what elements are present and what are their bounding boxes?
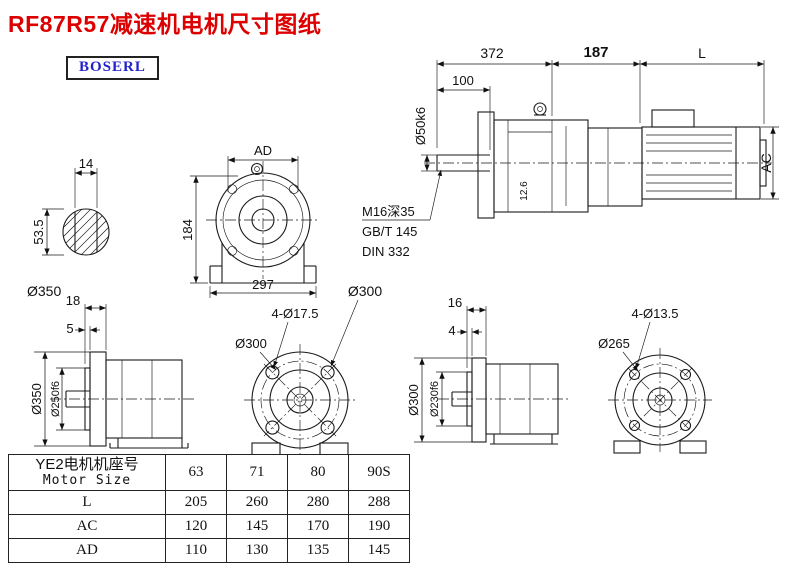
terminal-box xyxy=(651,109,695,128)
dim-184: 184 xyxy=(180,219,195,241)
cell-L-80: 280 xyxy=(287,489,349,515)
dim-5: 5 xyxy=(66,321,73,336)
brand-logo: BOSERL xyxy=(66,56,159,80)
dim-od-350-rot: Ø350 xyxy=(29,383,44,415)
row-label-L: L xyxy=(8,489,166,515)
dim-372: 372 xyxy=(480,45,504,61)
flange-b-side-view: 16 4 Ø300 Ø230f6 xyxy=(406,295,570,445)
size-col-71: 71 xyxy=(226,454,288,491)
note-din332: DIN 332 xyxy=(362,244,410,259)
dim-12-6: 12.6 xyxy=(519,181,530,201)
table-row: AD 110 130 135 145 xyxy=(8,537,410,563)
dim-shaft-dia: Ø50k6 xyxy=(413,107,428,145)
flange-a-side-view: 18 5 Ø350 Ø350 Ø250f6 xyxy=(27,283,195,449)
dim-od-300-rot: Ø300 xyxy=(406,384,421,416)
shaft-section-view: 14 53.5 xyxy=(31,156,110,256)
size-col-90s: 90S xyxy=(348,454,410,491)
cell-L-71: 260 xyxy=(226,489,288,515)
label-d300-leader: Ø300 xyxy=(235,336,267,351)
eyebolt-front xyxy=(250,162,264,176)
cell-AD-63: 110 xyxy=(165,537,227,563)
page-title: RF87R57减速机电机尺寸图纸 xyxy=(8,11,322,37)
label-d265: Ø265 xyxy=(598,336,630,351)
flange-b-front-view: 4-Ø13.5 Ø265 xyxy=(598,306,712,454)
cell-L-63: 205 xyxy=(165,489,227,515)
dim-spigot-250: Ø250f6 xyxy=(50,381,62,417)
dim-spigot-230: Ø230f6 xyxy=(429,381,441,417)
label-bolt-circle-300: Ø300 xyxy=(348,283,382,299)
table-header-en: Motor Size xyxy=(42,472,132,488)
dim-4: 4 xyxy=(448,323,455,338)
table-header-cell: YE2电机机座号 Motor Size xyxy=(8,454,166,491)
cell-AC-63: 120 xyxy=(165,513,227,539)
motor-size-table: YE2电机机座号 Motor Size 63 71 80 90S L 205 2… xyxy=(8,454,410,563)
dim-L: L xyxy=(698,45,706,61)
table-row: L 205 260 280 288 xyxy=(8,489,410,515)
note-m16: M16深35 xyxy=(362,204,415,219)
assembly-side-view: 372 187 L 100 Ø50k6 AC 12.6 M16深35 GB/T … xyxy=(362,44,779,259)
dim-100: 100 xyxy=(452,73,474,88)
dim-187: 187 xyxy=(583,44,608,61)
cell-AC-90s: 190 xyxy=(348,513,410,539)
row-label-AC: AC xyxy=(8,513,166,539)
dim-53-5: 53.5 xyxy=(31,219,46,244)
cell-AD-80: 135 xyxy=(287,537,349,563)
dim-16: 16 xyxy=(448,295,462,310)
cell-L-90s: 288 xyxy=(348,489,410,515)
cell-AC-80: 170 xyxy=(287,513,349,539)
table-header-cn: YE2电机机座号 xyxy=(35,456,139,473)
dim-18: 18 xyxy=(66,293,80,308)
cell-AD-71: 130 xyxy=(226,537,288,563)
note-gbt145: GB/T 145 xyxy=(362,224,417,239)
flange-a-front-view: 4-Ø17.5 Ø300 Ø300 xyxy=(235,283,382,456)
row-label-AD: AD xyxy=(8,537,166,563)
table-row: AC 120 145 170 190 xyxy=(8,513,410,539)
dim-297: 297 xyxy=(252,277,274,292)
gearbox-front-view: AD 184 297 xyxy=(180,143,320,298)
dim-14: 14 xyxy=(79,156,93,171)
size-col-63: 63 xyxy=(165,454,227,491)
label-4xd17-5: 4-Ø17.5 xyxy=(272,306,319,321)
label-4xd13-5: 4-Ø13.5 xyxy=(632,306,679,321)
cell-AC-71: 145 xyxy=(226,513,288,539)
dim-AC: AC xyxy=(758,153,774,172)
dim-AD: AD xyxy=(254,143,272,158)
eyebolt-side xyxy=(533,102,547,116)
size-col-80: 80 xyxy=(287,454,349,491)
dim-od-350-top: Ø350 xyxy=(27,283,61,299)
cell-AD-90s: 145 xyxy=(348,537,410,563)
